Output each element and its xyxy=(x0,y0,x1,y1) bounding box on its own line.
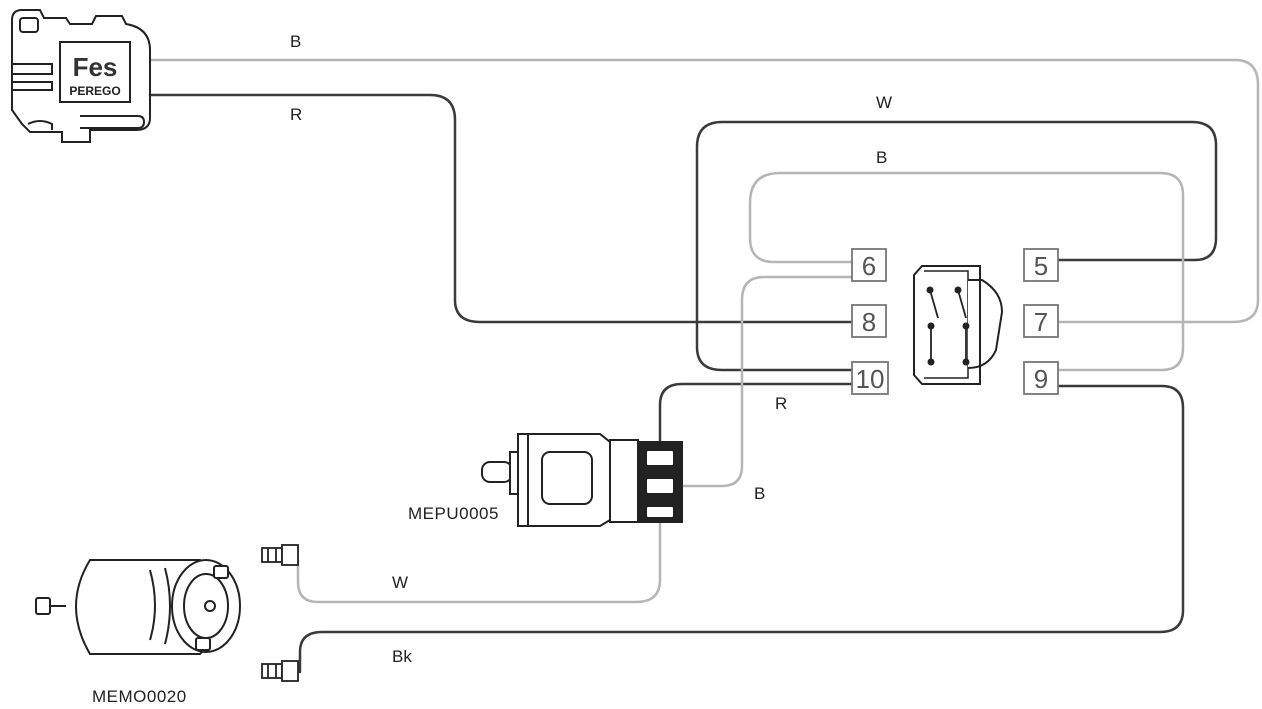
wire-label-loop-b: B xyxy=(876,148,887,167)
wire-battery-r xyxy=(148,93,854,324)
wire-motor-w xyxy=(296,518,662,604)
wire-label-motor-bk: Bk xyxy=(392,647,412,666)
terminal-10-label: 10 xyxy=(856,364,885,394)
wire-label-motor-w: W xyxy=(392,573,408,592)
motor xyxy=(35,559,241,655)
terminal-8-label: 8 xyxy=(862,307,876,337)
terminal-9-box xyxy=(1023,361,1059,395)
wire-pushbutton-b xyxy=(678,275,854,488)
wire-label-battery-b: B xyxy=(290,32,301,51)
wire-battery-b xyxy=(148,58,1260,324)
battery-logo-frame xyxy=(59,41,131,103)
wire-loop-b xyxy=(748,171,1185,372)
motor-code-label: MEMO0020 xyxy=(92,687,187,706)
rocker-switch xyxy=(913,265,1004,385)
terminal-9-label: 9 xyxy=(1034,364,1048,394)
terminal-6-label: 6 xyxy=(862,251,876,281)
wire-loop-w xyxy=(695,120,1218,372)
battery-connector xyxy=(11,9,151,143)
rocker-switch-contacts xyxy=(926,286,970,366)
terminal-8-box xyxy=(851,304,887,338)
motor-connectors xyxy=(261,544,299,682)
battery-logo: Fes PEREGO xyxy=(69,52,120,98)
terminal-7-label: 7 xyxy=(1034,307,1048,337)
wire-pushbutton-r xyxy=(658,382,854,450)
wire-label-battery-r: R xyxy=(290,105,302,124)
terminal-7-box xyxy=(1023,304,1059,338)
wire-motor-bk xyxy=(298,384,1185,674)
pushbutton-code-label: MEPU0005 xyxy=(408,504,499,523)
terminal-5-box xyxy=(1023,248,1059,282)
wire-label-loop-w: W xyxy=(876,93,892,112)
pushbutton-switch xyxy=(481,433,683,527)
wire-label-pushbutton-r: R xyxy=(775,394,787,413)
terminal-6-box xyxy=(851,248,887,282)
terminal-10-box xyxy=(851,361,889,395)
terminal-5-label: 5 xyxy=(1034,251,1048,281)
wire-label-pushbutton-b: B xyxy=(754,484,765,503)
battery-brand: PEREGO xyxy=(69,84,120,98)
battery-logo-text: Fes xyxy=(73,52,118,82)
